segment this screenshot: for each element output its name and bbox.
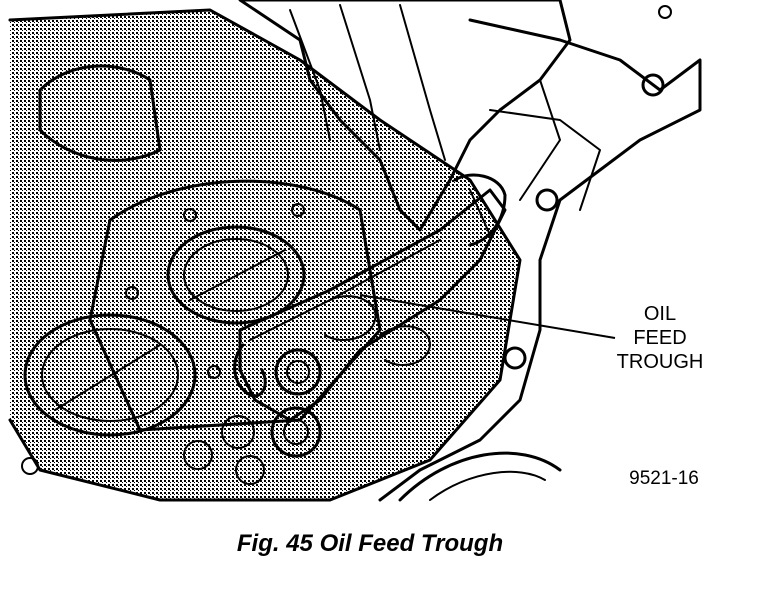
oil-feed-trough-part <box>233 188 507 422</box>
figure-code: 9521-16 <box>629 468 699 489</box>
callout-label-line2: FEED <box>633 327 686 349</box>
callout-label-line3: TROUGH <box>617 351 704 373</box>
callout-label-line1: OIL <box>644 303 676 325</box>
hand-illustration <box>238 0 572 247</box>
callout-leader-line <box>359 294 616 339</box>
figure-caption: Fig. 45 Oil Feed Trough <box>237 530 503 557</box>
engine-block <box>8 5 702 502</box>
